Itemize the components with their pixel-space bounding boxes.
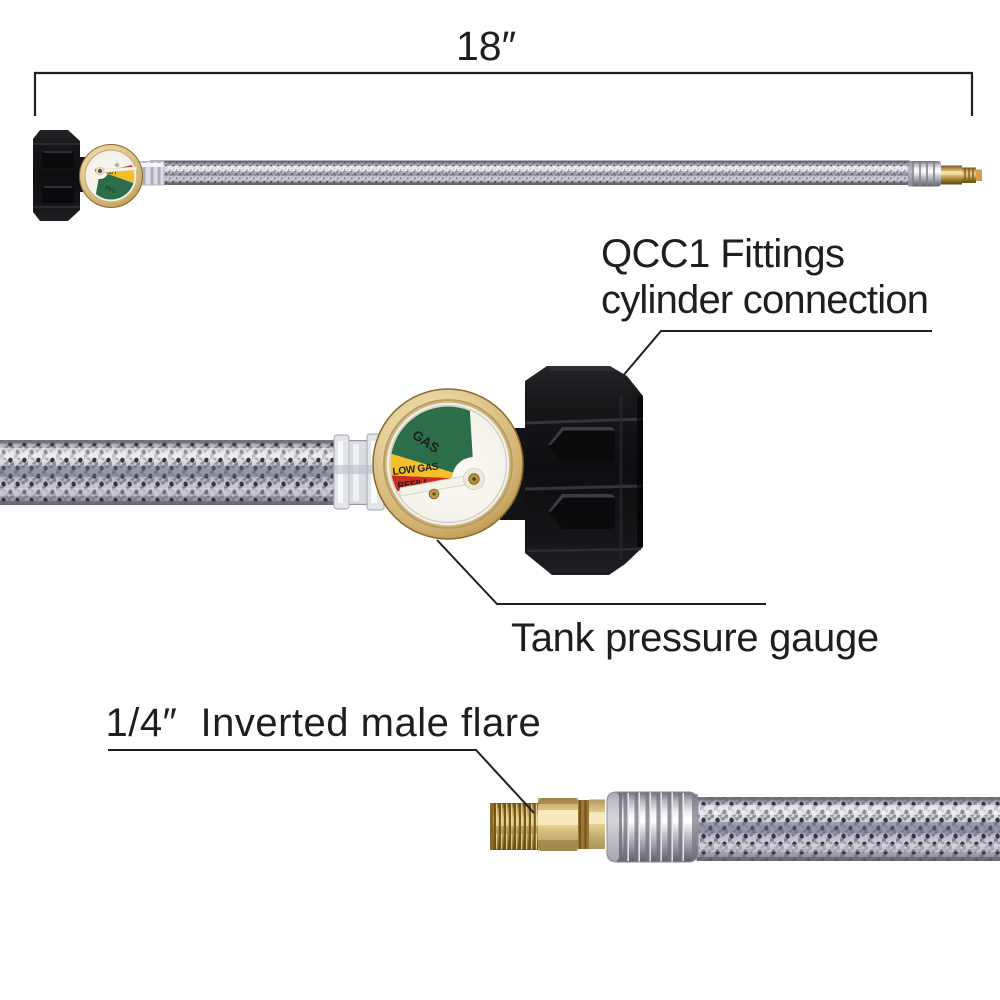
svg-text:cylinder connection: cylinder connection <box>601 278 928 322</box>
svg-text:18″: 18″ <box>456 23 516 69</box>
svg-text:GAS: GAS <box>104 183 117 194</box>
svg-text:1/4″ Inverted male flare: 1/4″ Inverted male flare <box>106 701 542 745</box>
svg-text:Tank pressure gauge: Tank pressure gauge <box>511 616 879 660</box>
svg-text:QCC1 Fittings: QCC1 Fittings <box>601 232 844 276</box>
